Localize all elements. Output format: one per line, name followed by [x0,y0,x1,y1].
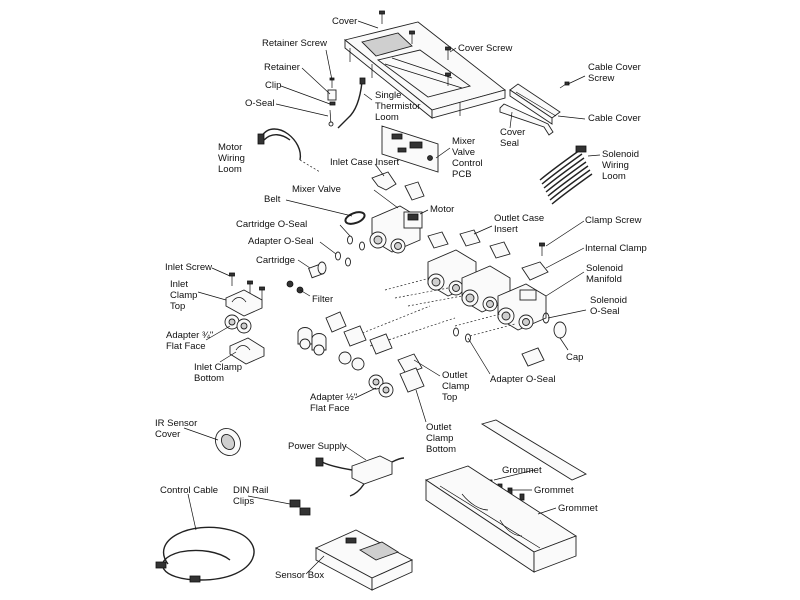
solenoid-wiring-loom-part [539,145,593,205]
label-inlet-clamp-top: Inlet Clamp Top [170,279,198,312]
label-cable-cover: Cable Cover [588,113,641,124]
inlet-clamp-top-part [225,289,263,317]
retainer-assembly [327,77,337,127]
mixer-valve-part [369,205,423,254]
single-thermistor-loom-part [337,77,366,129]
label-cartridge: Cartridge [256,255,296,266]
assembly-dashed-lines [354,277,516,347]
control-cable-part [155,526,255,583]
leader-lines [183,20,601,575]
din-rail-clips-part [289,499,311,516]
solenoid-manifold-part [497,283,547,331]
label-solenoid-manifold: Solenoid Manifold [586,263,623,285]
inlet-case-insert-part [371,171,425,201]
label-cartridge-o-seal: Cartridge O-Seal [236,219,308,230]
label-inlet-screw: Inlet Screw [165,262,212,273]
belt-part [344,211,366,225]
outlet-case-insert-part [427,229,511,259]
cable-cover-part [509,81,570,125]
label-outlet-case-insert: Outlet Case Insert [494,213,545,235]
label-cable-cover-screw: Cable Cover Screw [588,62,641,84]
label-power-supply: Power Supply [288,441,347,452]
cap-part [553,321,567,339]
label-adapter-12-flat-face: Adapter ½" Flat Face [310,392,358,414]
label-cap: Cap [566,352,584,363]
label-inlet-clamp-bottom: Inlet Clamp Bottom [194,362,243,384]
ir-sensor-cover-part [215,428,241,456]
adapter-o-seal-top-parts [335,251,351,267]
label-o-seal: O-Seal [245,98,275,109]
label-grommet-1: Grommet [502,465,542,476]
label-outlet-clamp-bottom: Outlet Clamp Bottom [426,422,457,455]
adapter-12-flat-face-parts [368,374,394,398]
case-gasket-part [480,419,587,481]
label-grommet-3: Grommet [558,503,598,514]
label-clamp-screw: Clamp Screw [585,215,642,226]
cover-seal-part [499,103,554,136]
inlet-screw-parts [229,272,265,300]
label-cover-seal: Cover Seal [500,127,526,149]
label-motor-wiring-loom: Motor Wiring Loom [218,142,245,175]
label-filter: Filter [312,294,334,305]
label-solenoid-wiring-loom: Solenoid Wiring Loom [602,149,639,182]
adapter-34-flat-face-parts [224,314,252,334]
label-outlet-clamp-top: Outlet Clamp Top [442,370,470,403]
filter-parts [286,280,304,294]
label-control-cable: Control Cable [160,485,219,496]
label-grommet-2: Grommet [534,485,574,496]
cover-screw-parts [379,10,451,86]
motor-wiring-loom-part [257,128,321,173]
label-solenoid-o-seal: Solenoid O-Seal [590,295,627,317]
sensor-box-part [314,529,414,591]
label-cover: Cover [332,16,358,27]
cartridge-part [308,261,327,279]
label-belt: Belt [264,194,281,205]
label-sensor-box: Sensor Box [275,570,325,581]
label-adapter-34-flat-face: Adapter ¾" Flat Face [166,330,214,352]
clamp-screw-part [539,242,545,256]
label-retainer-screw: Retainer Screw [262,38,327,49]
label-motor: Motor [430,204,455,215]
label-internal-clamp: Internal Clamp [585,243,647,254]
label-mixer-valve: Mixer Valve [292,184,341,195]
label-din-rail-clips: DIN Rail Clips [233,485,269,507]
label-inlet-case-insert: Inlet Case Insert [330,157,400,168]
inlet-clamp-bottom-part [229,337,265,365]
internal-clamp-part [521,261,549,281]
label-cover-screw: Cover Screw [458,43,513,54]
adapter-o-seal-bottom-parts [453,327,545,367]
label-ir-sensor-cover: IR Sensor Cover [155,418,198,440]
cover-part [344,21,506,119]
outlet-clamp-bottom-part [399,367,425,393]
mixer-valve-control-pcb-part [381,125,439,173]
cartridge-o-seal-parts [347,235,365,251]
label-clip: Clip [265,80,282,91]
power-supply-part [315,455,405,497]
left-adapter-parts [297,311,393,371]
label-mixer-valve-control-pcb: Mixer Valve Control PCB [452,136,483,180]
label-adapter-o-seal-top: Adapter O-Seal [248,236,314,247]
label-single-thermistor-loom: Single Thermistor Loom [375,90,421,123]
label-retainer: Retainer [264,62,300,73]
label-adapter-o-seal-bottom: Adapter O-Seal [490,374,556,385]
case-bottom-part [424,465,577,573]
